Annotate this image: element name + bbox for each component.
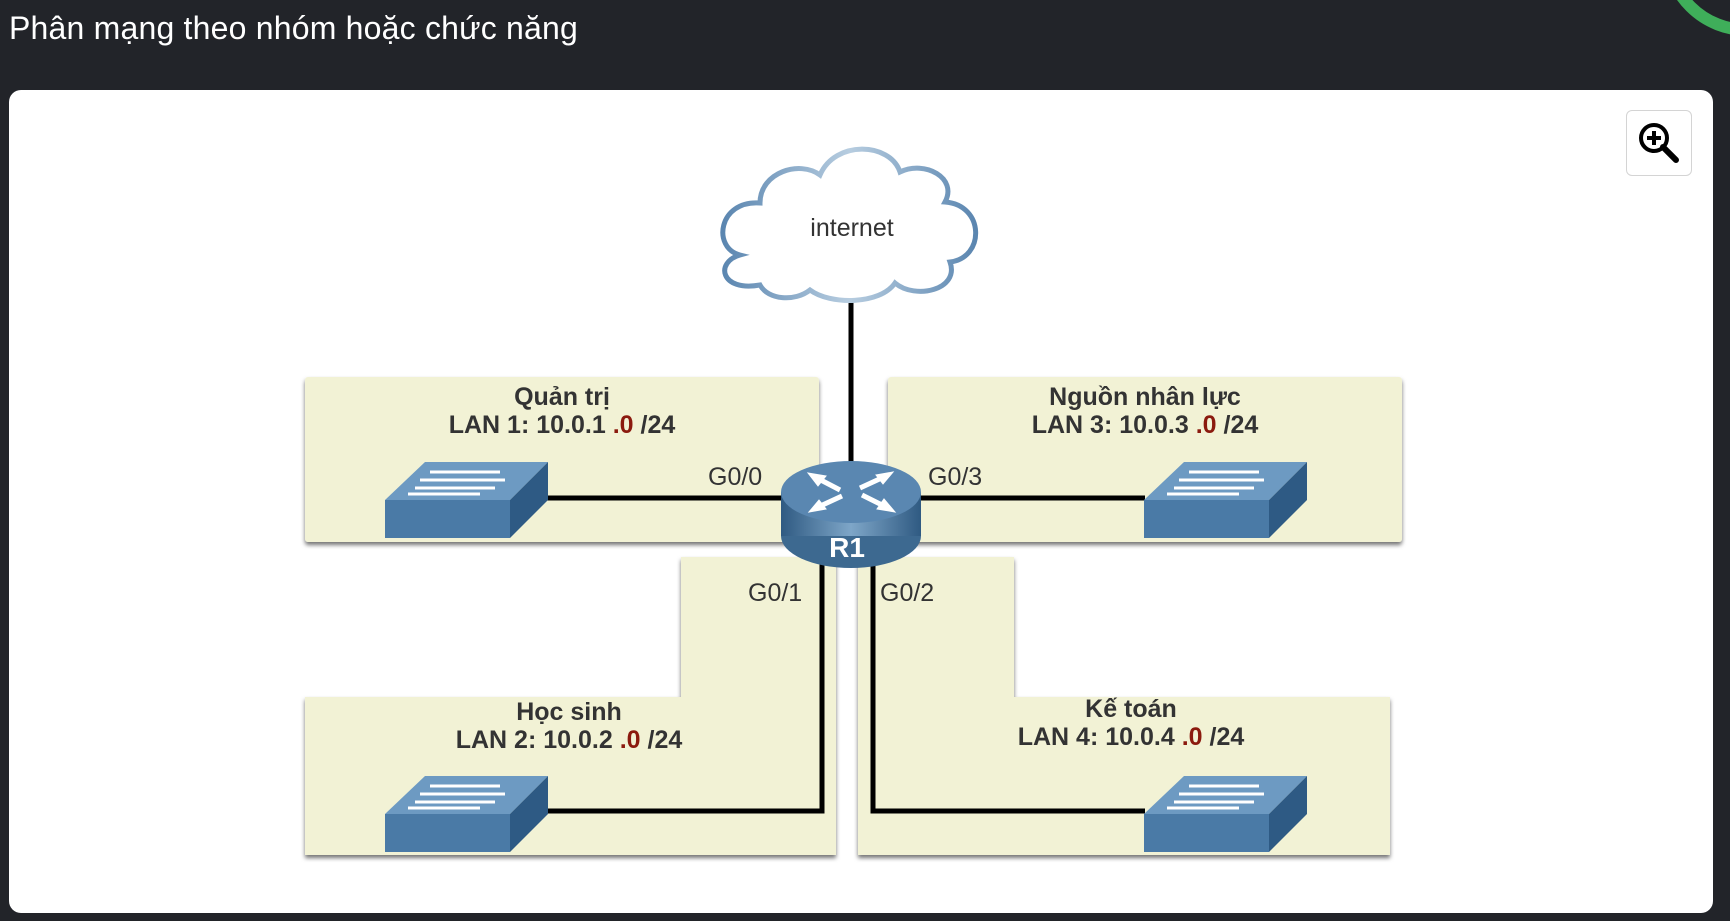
port-label-g00: G0/0 [708,463,762,491]
port-label-g02: G0/2 [880,579,934,607]
port-label-g01: G0/1 [748,579,802,607]
lan2-address: LAN 2: 10.0.2 .0 /24 [456,726,683,754]
internet-cloud-icon [720,146,979,303]
lan2-name: Học sinh [516,698,622,726]
link-g01 [545,545,825,814]
switch-icon [1144,462,1307,538]
cloud-label: internet [810,214,893,242]
lan4-name: Kế toán [1085,695,1177,723]
page-title: Phân mạng theo nhóm hoặc chức năng [9,10,579,46]
router-label: R1 [829,532,865,563]
lan1-name: Quản trị [514,383,610,411]
link-g02 [870,545,1145,814]
lan3-name: Nguồn nhân lực [1049,383,1241,411]
zoom-in-icon [1639,123,1679,163]
switch-icon [385,462,548,538]
router-icon [781,461,921,568]
switch-icon [385,776,548,852]
lan1-address: LAN 1: 10.0.1 .0 /24 [449,411,676,439]
switch-icon [1144,776,1307,852]
port-label-g03: G0/3 [928,463,982,491]
lan4-address: LAN 4: 10.0.4 .0 /24 [1018,723,1245,751]
zoom-in-button[interactable] [1626,110,1692,176]
lan3-address: LAN 3: 10.0.3 .0 /24 [1032,411,1259,439]
